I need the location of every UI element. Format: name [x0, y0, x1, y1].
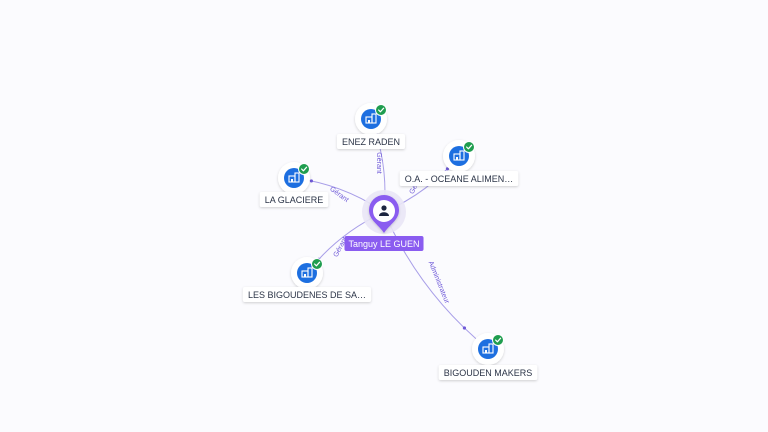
- company-label-bg: [259, 192, 329, 207]
- company-label[interactable]: BIGOUDEN MAKERS: [438, 365, 538, 380]
- building-icon: [482, 343, 494, 354]
- company-name: LA GLACIERE: [265, 195, 324, 205]
- building-icon: [453, 150, 465, 161]
- person-name: Tanguy LE GUEN: [348, 239, 419, 249]
- company-node[interactable]: [291, 257, 323, 289]
- company-label[interactable]: LA GLACIERE: [259, 192, 329, 207]
- company-label[interactable]: LES BIGOUDENES DE SA…: [242, 287, 372, 302]
- person-label-bg: [344, 236, 424, 251]
- company-label-bg: [336, 134, 406, 149]
- check-icon: [463, 141, 475, 153]
- company-label[interactable]: ENEZ RADEN: [336, 134, 406, 149]
- building-icon: [288, 172, 300, 183]
- company-node[interactable]: [278, 162, 310, 194]
- building-icon: [365, 113, 377, 124]
- check-icon: [375, 104, 387, 116]
- building-icon: [301, 267, 313, 278]
- center-person-node[interactable]: Tanguy LE GUEN: [344, 190, 424, 251]
- company-name: BIGOUDEN MAKERS: [444, 368, 533, 378]
- company-label-bg: [399, 171, 519, 186]
- company-node[interactable]: [472, 333, 504, 365]
- person-label[interactable]: Tanguy LE GUEN: [344, 236, 424, 251]
- edge-role-label: Gérant: [375, 152, 382, 173]
- company-label-bg: [438, 365, 538, 380]
- check-icon: [492, 334, 504, 346]
- edge-role-label: Administrateur: [427, 260, 451, 305]
- company-node[interactable]: [443, 140, 475, 172]
- company-name: O.A. - OCEANE ALIMEN…: [405, 174, 514, 184]
- company-node[interactable]: [355, 103, 387, 135]
- company-label[interactable]: O.A. - OCEANE ALIMEN…: [399, 171, 519, 186]
- check-icon: [298, 163, 310, 175]
- company-label-bg: [242, 287, 372, 302]
- edge-arrow: [309, 179, 314, 183]
- company-name: LES BIGOUDENES DE SA…: [248, 290, 366, 300]
- edge-arrow: [445, 167, 450, 171]
- person-icon-bg: [373, 200, 395, 222]
- edge-arrow: [462, 326, 467, 330]
- nodes-layer: ENEZ RADEN O.A. - OCEANE ALIMEN… LA GLACIE…: [242, 103, 538, 380]
- company-name: ENEZ RADEN: [342, 137, 400, 147]
- check-icon: [311, 258, 323, 270]
- person-icon: [379, 205, 389, 216]
